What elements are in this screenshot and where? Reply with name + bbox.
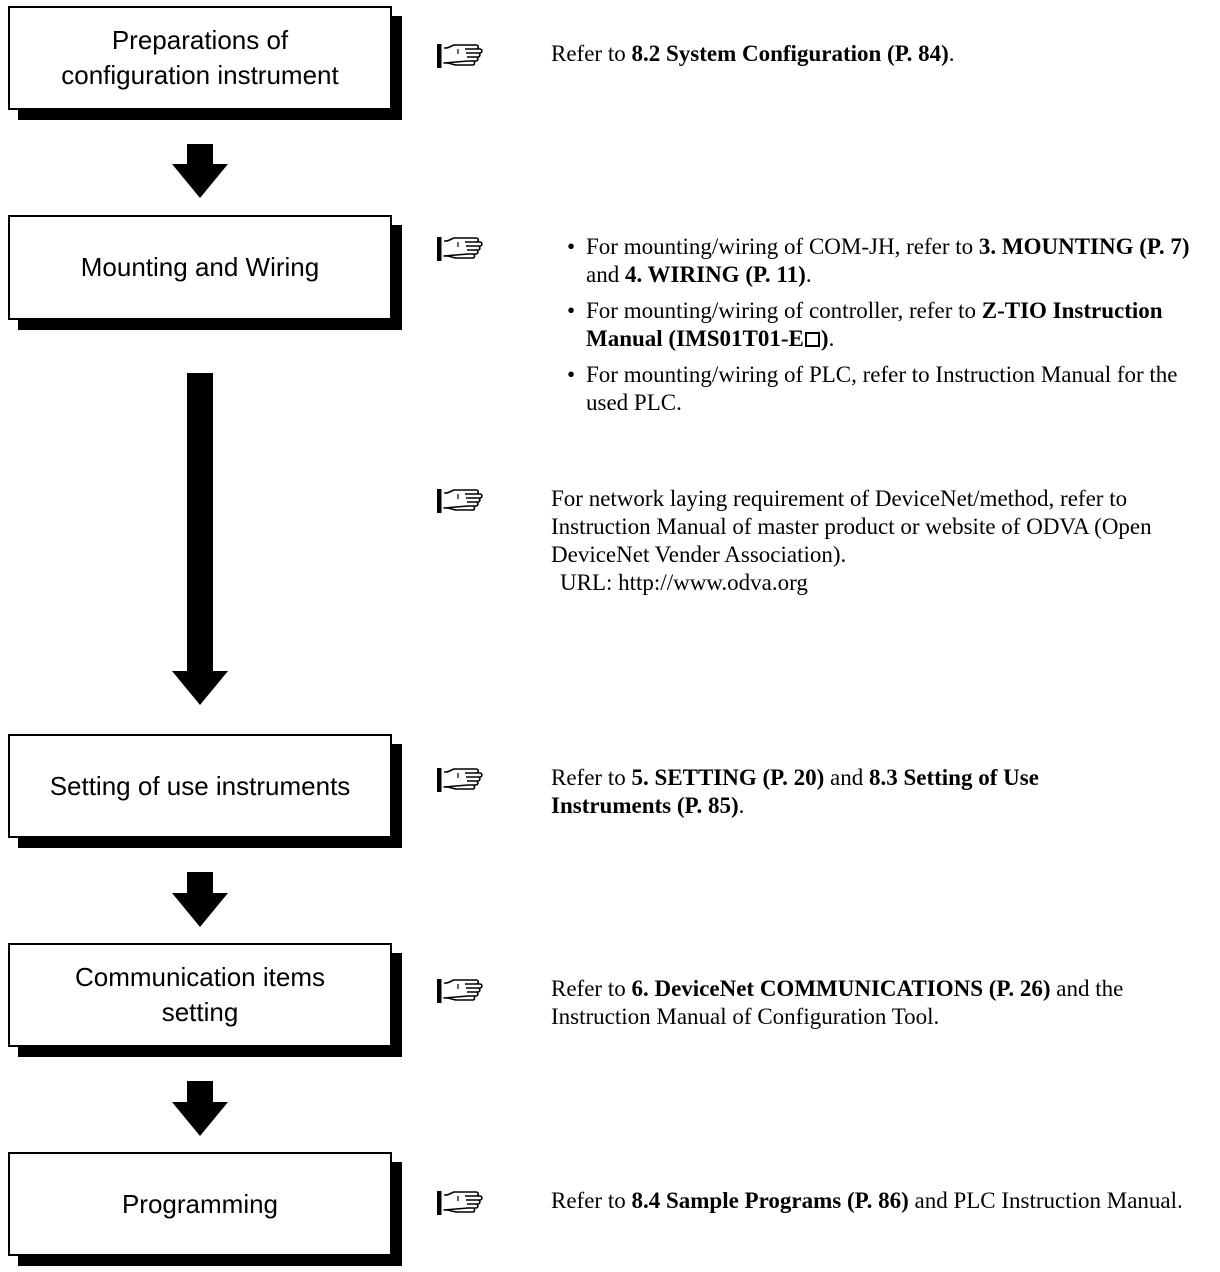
note-text: For network laying requirement of Device… <box>551 486 1152 567</box>
placeholder-box-icon <box>804 332 820 347</box>
note-text: . <box>948 41 955 66</box>
note-programming: Refer to 8.4 Sample Programs (P. 86) and… <box>436 1187 1216 1215</box>
step-label: Setting of use instruments <box>49 770 351 801</box>
step-programming: Programming <box>8 1152 392 1256</box>
pointing-hand-icon <box>436 235 484 263</box>
note-reference: 8.3 Setting of Use Instruments (P. 85) <box>551 765 1039 818</box>
pointing-hand-icon <box>436 977 484 1005</box>
step-setting-instruments: Setting of use instruments <box>8 734 392 838</box>
step-label: Mounting and Wiring <box>80 252 320 282</box>
pointing-hand-icon <box>436 1189 484 1217</box>
list-item: For mounting/wiring of controller, refer… <box>565 297 1216 353</box>
note-reference: 6. DeviceNet COMMUNICATIONS (P. 26) <box>631 976 1051 1001</box>
mounting-bullet-list: For mounting/wiring of COM-JH, refer to … <box>565 233 1216 417</box>
note-preparations: Refer to 8.2 System Configuration (P. 84… <box>436 40 1216 68</box>
step-label: Preparations of configuration instrument <box>61 25 339 90</box>
odva-url: URL: http://www.odva.org <box>560 570 808 595</box>
note-text: Refer to <box>551 41 632 66</box>
note-mounting-wiring: For mounting/wiring of COM-JH, refer to … <box>436 233 1216 425</box>
note-reference: 8.2 System Configuration (P. 84) <box>631 41 949 66</box>
note-reference: 8.4 Sample Programs (P. 86) <box>631 1188 909 1213</box>
pointing-hand-icon <box>436 487 484 515</box>
step-communication-setting: Communication items setting <box>8 943 392 1047</box>
note-network: For network laying requirement of Device… <box>436 485 1216 597</box>
step-preparations: Preparations of configuration instrument <box>8 6 392 110</box>
pointing-hand-icon <box>436 766 484 794</box>
pointing-hand-icon <box>436 42 484 70</box>
note-reference: 5. SETTING (P. 20) <box>631 765 825 790</box>
note-setting: Refer to 5. SETTING (P. 20) and 8.3 Sett… <box>436 764 1216 820</box>
list-item: For mounting/wiring of PLC, refer to Ins… <box>565 361 1216 417</box>
step-label: Programming <box>121 1188 279 1219</box>
step-mounting-wiring: Mounting and Wiring <box>8 215 392 320</box>
note-reference: 3. MOUNTING (P. 7) <box>978 234 1190 259</box>
step-label: Communication items setting <box>75 962 325 1027</box>
note-communication: Refer to 6. DeviceNet COMMUNICATIONS (P.… <box>436 975 1216 1031</box>
note-reference: 4. WIRING (P. 11) <box>624 262 806 287</box>
note-reference: Z-TIO Instruction Manual (IMS01T01-E) <box>586 298 1163 351</box>
list-item: For mounting/wiring of COM-JH, refer to … <box>565 233 1216 289</box>
